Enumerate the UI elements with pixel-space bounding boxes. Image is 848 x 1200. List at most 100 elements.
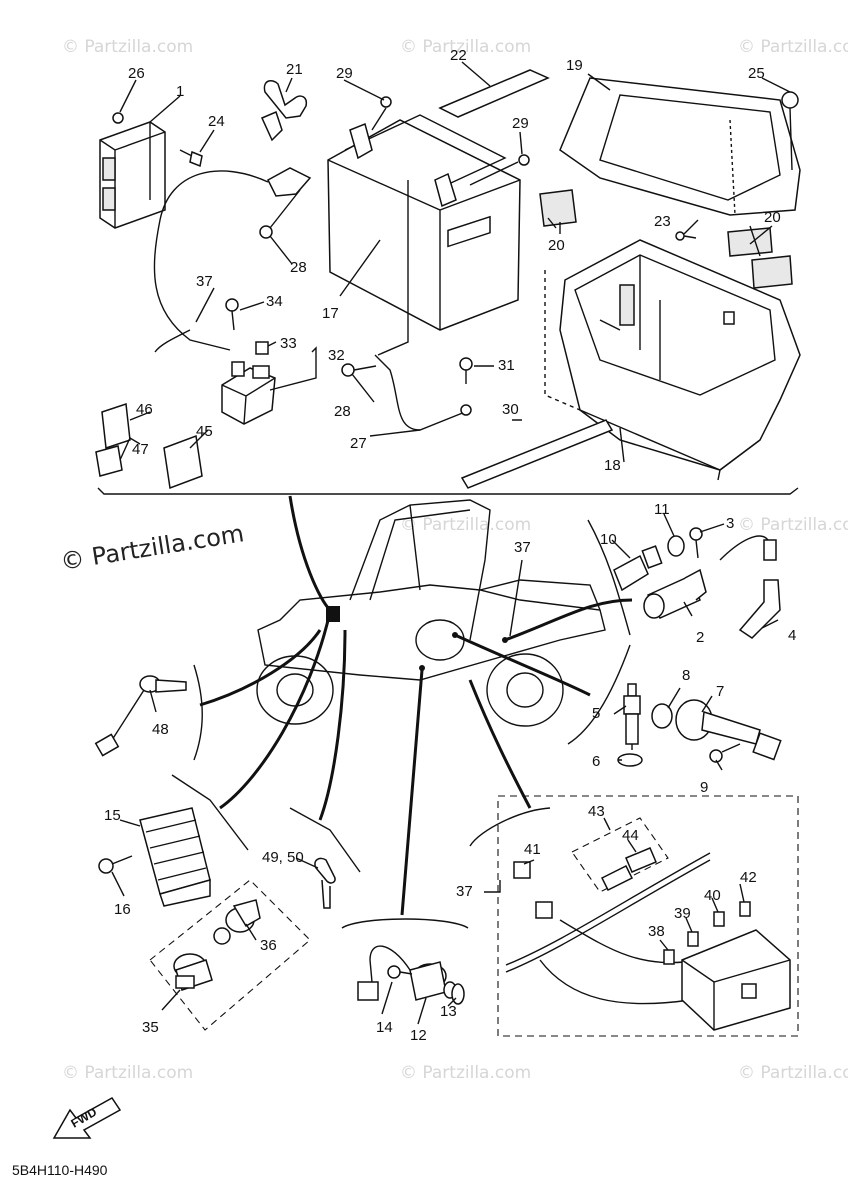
watermark: © Partzilla.com (400, 1063, 531, 1083)
wire-end (154, 329, 191, 353)
cap-29-right (518, 154, 530, 166)
cable-tie-30 (460, 419, 614, 489)
callout: 29 (336, 65, 353, 82)
callout: 9 (700, 779, 708, 796)
sensor-10 (613, 545, 663, 592)
coupler-44 (600, 847, 657, 892)
watermark: © Partzilla.com (738, 515, 848, 535)
bolt-28-upper (259, 189, 301, 239)
battery-cover (559, 77, 801, 216)
clamp-21 (261, 79, 308, 142)
callout: 20 (548, 237, 565, 254)
fuse-40 (713, 911, 725, 927)
callout: 4 (788, 627, 796, 644)
bracket-middle (341, 918, 469, 929)
relay-41b (535, 901, 553, 919)
dashed-group-43 (571, 817, 669, 893)
wire-37 (153, 170, 269, 351)
callout: 16 (114, 901, 131, 918)
callout: 19 (566, 57, 583, 74)
cable-guide (377, 180, 409, 356)
coupler-45 (163, 434, 203, 490)
watermark: © Partzilla.com (62, 1063, 193, 1083)
bolt-28-lower (341, 363, 377, 377)
callout: 6 (592, 753, 600, 770)
callout: 17 (322, 305, 339, 322)
relay-41 (513, 861, 531, 879)
fwd-arrow: FWD (52, 1097, 122, 1139)
dashed-group-35 (149, 879, 311, 1031)
harness-12 (357, 945, 411, 1001)
callout: 37 (514, 539, 531, 556)
plug-cap (719, 535, 781, 639)
fuse-38 (663, 949, 675, 965)
callout: 14 (376, 1019, 393, 1036)
bolt-16 (98, 855, 133, 874)
fuse-box (681, 929, 791, 1031)
diagram-code: 5B4H110-H490 (12, 1162, 108, 1178)
watermark: © Partzilla.com (400, 37, 531, 57)
callout: 15 (104, 807, 121, 824)
switch-36 (213, 899, 261, 945)
callout: 3 (726, 515, 734, 532)
o-ring-8 (651, 703, 673, 729)
bracket-harness (469, 807, 551, 847)
callout: 33 (280, 335, 297, 352)
dashed-group-37 (497, 795, 799, 1037)
sensor-7 (675, 699, 782, 761)
sensor-48 (94, 675, 187, 757)
relay-cable-connector (267, 167, 312, 197)
watermark: © Partzilla.com (738, 1063, 848, 1083)
watermark: © Partzilla.com (62, 37, 193, 57)
spark-plug (623, 683, 641, 750)
fuse-33 (255, 341, 269, 355)
callout: 27 (350, 435, 367, 452)
bolt-24 (179, 149, 203, 168)
callout: 29 (512, 115, 529, 132)
callout-labels: 1 2 3 4 5 6 7 8 9 10 11 12 13 14 15 16 1… (104, 47, 796, 1044)
callout: 7 (716, 683, 724, 700)
fuse-39 (687, 931, 699, 947)
speed-sensor-35 (173, 953, 213, 991)
callout: 35 (142, 1019, 159, 1036)
callout: 24 (208, 113, 225, 130)
ignition-coil (643, 568, 707, 619)
callout: 8 (682, 667, 690, 684)
bracket-right-lower (567, 644, 631, 745)
callout-leaders (111, 61, 791, 1025)
bolt-3 (689, 527, 703, 559)
vehicle (256, 499, 606, 727)
callout: 28 (334, 403, 351, 420)
callout: 39 (674, 905, 691, 922)
callout: 42 (740, 869, 757, 886)
section-bracket-top (97, 487, 799, 495)
coupler-47 (95, 445, 123, 477)
bracket-lower-left (171, 774, 249, 851)
callout: 41 (524, 841, 541, 858)
bolt-34 (225, 298, 239, 331)
watermark: © Partzilla.com (738, 37, 848, 57)
callout: 49, 50 (262, 849, 304, 866)
callout: 5 (592, 705, 600, 722)
callout: 21 (286, 61, 303, 78)
clip-25 (781, 91, 799, 171)
callout: 18 (604, 457, 621, 474)
bolt-9 (709, 743, 741, 763)
callout: 20 (764, 209, 781, 226)
callout: 47 (132, 441, 149, 458)
callout: 45 (196, 423, 213, 440)
dash-guide (544, 270, 581, 411)
watermark: © Partzilla.com (400, 515, 531, 535)
battery (327, 114, 521, 331)
battery-box (559, 239, 801, 481)
watermark-main: © Partzilla.com (59, 519, 246, 576)
callout: 1 (176, 83, 184, 100)
nut-26 (112, 112, 124, 124)
callout: 23 (654, 213, 671, 230)
wire-harness (505, 852, 711, 1005)
terminal (460, 404, 472, 416)
callout: 2 (696, 629, 704, 646)
rectifier-regulator (139, 807, 211, 907)
callout: 44 (622, 827, 639, 844)
